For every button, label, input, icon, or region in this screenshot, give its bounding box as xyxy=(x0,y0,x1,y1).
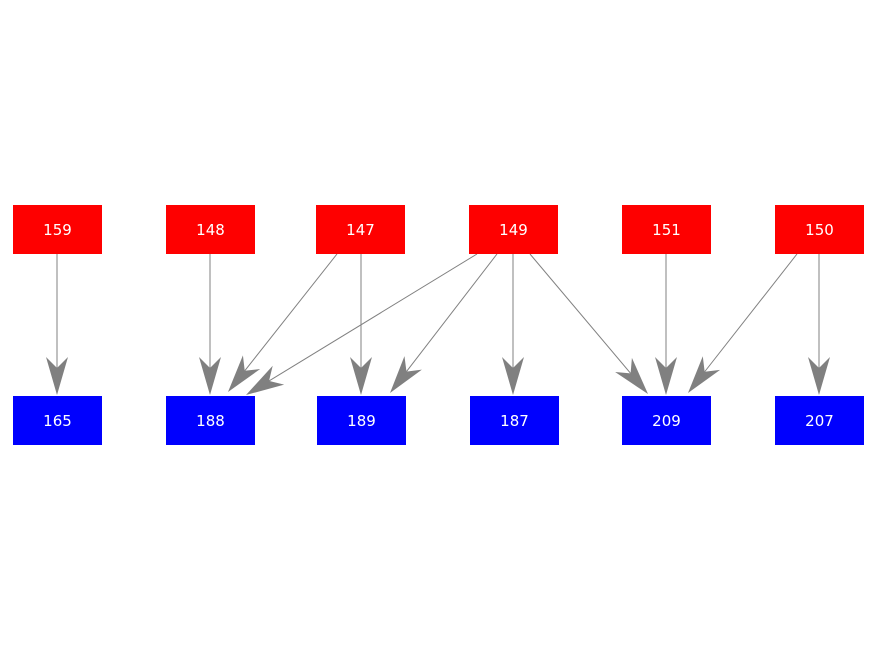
node-box[interactable] xyxy=(166,396,255,445)
node-159[interactable]: 159 xyxy=(13,205,102,254)
node-147[interactable]: 147 xyxy=(316,205,405,254)
arrowhead-icon xyxy=(246,365,285,395)
edge-shaft xyxy=(406,253,498,372)
node-box[interactable] xyxy=(316,205,405,254)
arrowhead-icon xyxy=(350,357,372,395)
node-box[interactable] xyxy=(166,205,255,254)
node-148[interactable]: 148 xyxy=(166,205,255,254)
node-box[interactable] xyxy=(470,396,559,445)
node-box[interactable] xyxy=(317,396,406,445)
arrowhead-icon xyxy=(808,357,830,395)
node-149[interactable]: 149 xyxy=(469,205,558,254)
edge-147-to-188 xyxy=(228,253,338,392)
node-box[interactable] xyxy=(622,205,711,254)
node-207[interactable]: 207 xyxy=(775,396,864,445)
node-box[interactable] xyxy=(13,205,102,254)
arrowhead-icon xyxy=(502,357,524,395)
arrowhead-icon xyxy=(688,356,721,393)
arrowhead-icon xyxy=(228,355,261,392)
edge-shaft xyxy=(704,253,798,373)
arrowhead-icon xyxy=(390,356,422,393)
node-label: 159 xyxy=(43,221,72,239)
edge-149-to-188 xyxy=(246,253,478,395)
node-label: 151 xyxy=(652,221,681,239)
edge-149-to-187 xyxy=(502,254,524,395)
edge-159-to-165 xyxy=(46,254,68,395)
node-label: 187 xyxy=(500,412,529,430)
edge-149-to-189 xyxy=(390,253,498,393)
node-151[interactable]: 151 xyxy=(622,205,711,254)
edge-148-to-188 xyxy=(199,254,221,395)
node-label: 188 xyxy=(196,412,225,430)
node-188[interactable]: 188 xyxy=(166,396,255,445)
edge-151-to-209 xyxy=(655,254,677,395)
nodes-layer: 159 148 147 149 151 150 165 188 189 187 209 207 xyxy=(13,205,864,445)
edge-shaft xyxy=(268,253,478,382)
edge-shaft xyxy=(529,253,631,374)
edge-150-to-209 xyxy=(688,253,798,393)
node-label: 147 xyxy=(346,221,375,239)
node-label: 207 xyxy=(805,412,834,430)
node-209[interactable]: 209 xyxy=(622,396,711,445)
node-187[interactable]: 187 xyxy=(470,396,559,445)
node-label: 189 xyxy=(347,412,376,430)
edges-layer xyxy=(46,253,830,395)
edge-147-to-189 xyxy=(350,254,372,395)
node-label: 209 xyxy=(652,412,681,430)
node-label: 150 xyxy=(805,221,834,239)
node-label: 149 xyxy=(499,221,528,239)
node-box[interactable] xyxy=(13,396,102,445)
node-label: 165 xyxy=(43,412,72,430)
arrowhead-icon xyxy=(199,357,221,395)
node-box[interactable] xyxy=(775,205,864,254)
node-150[interactable]: 150 xyxy=(775,205,864,254)
edge-shaft xyxy=(244,253,338,372)
arrowhead-icon xyxy=(655,357,677,395)
node-label: 148 xyxy=(196,221,225,239)
node-165[interactable]: 165 xyxy=(13,396,102,445)
node-box[interactable] xyxy=(469,205,558,254)
arrowhead-icon xyxy=(46,357,68,395)
edge-150-to-207 xyxy=(808,254,830,395)
node-189[interactable]: 189 xyxy=(317,396,406,445)
node-box[interactable] xyxy=(622,396,711,445)
arrowhead-icon xyxy=(615,357,648,394)
edge-149-to-209 xyxy=(529,253,648,394)
node-box[interactable] xyxy=(775,396,864,445)
